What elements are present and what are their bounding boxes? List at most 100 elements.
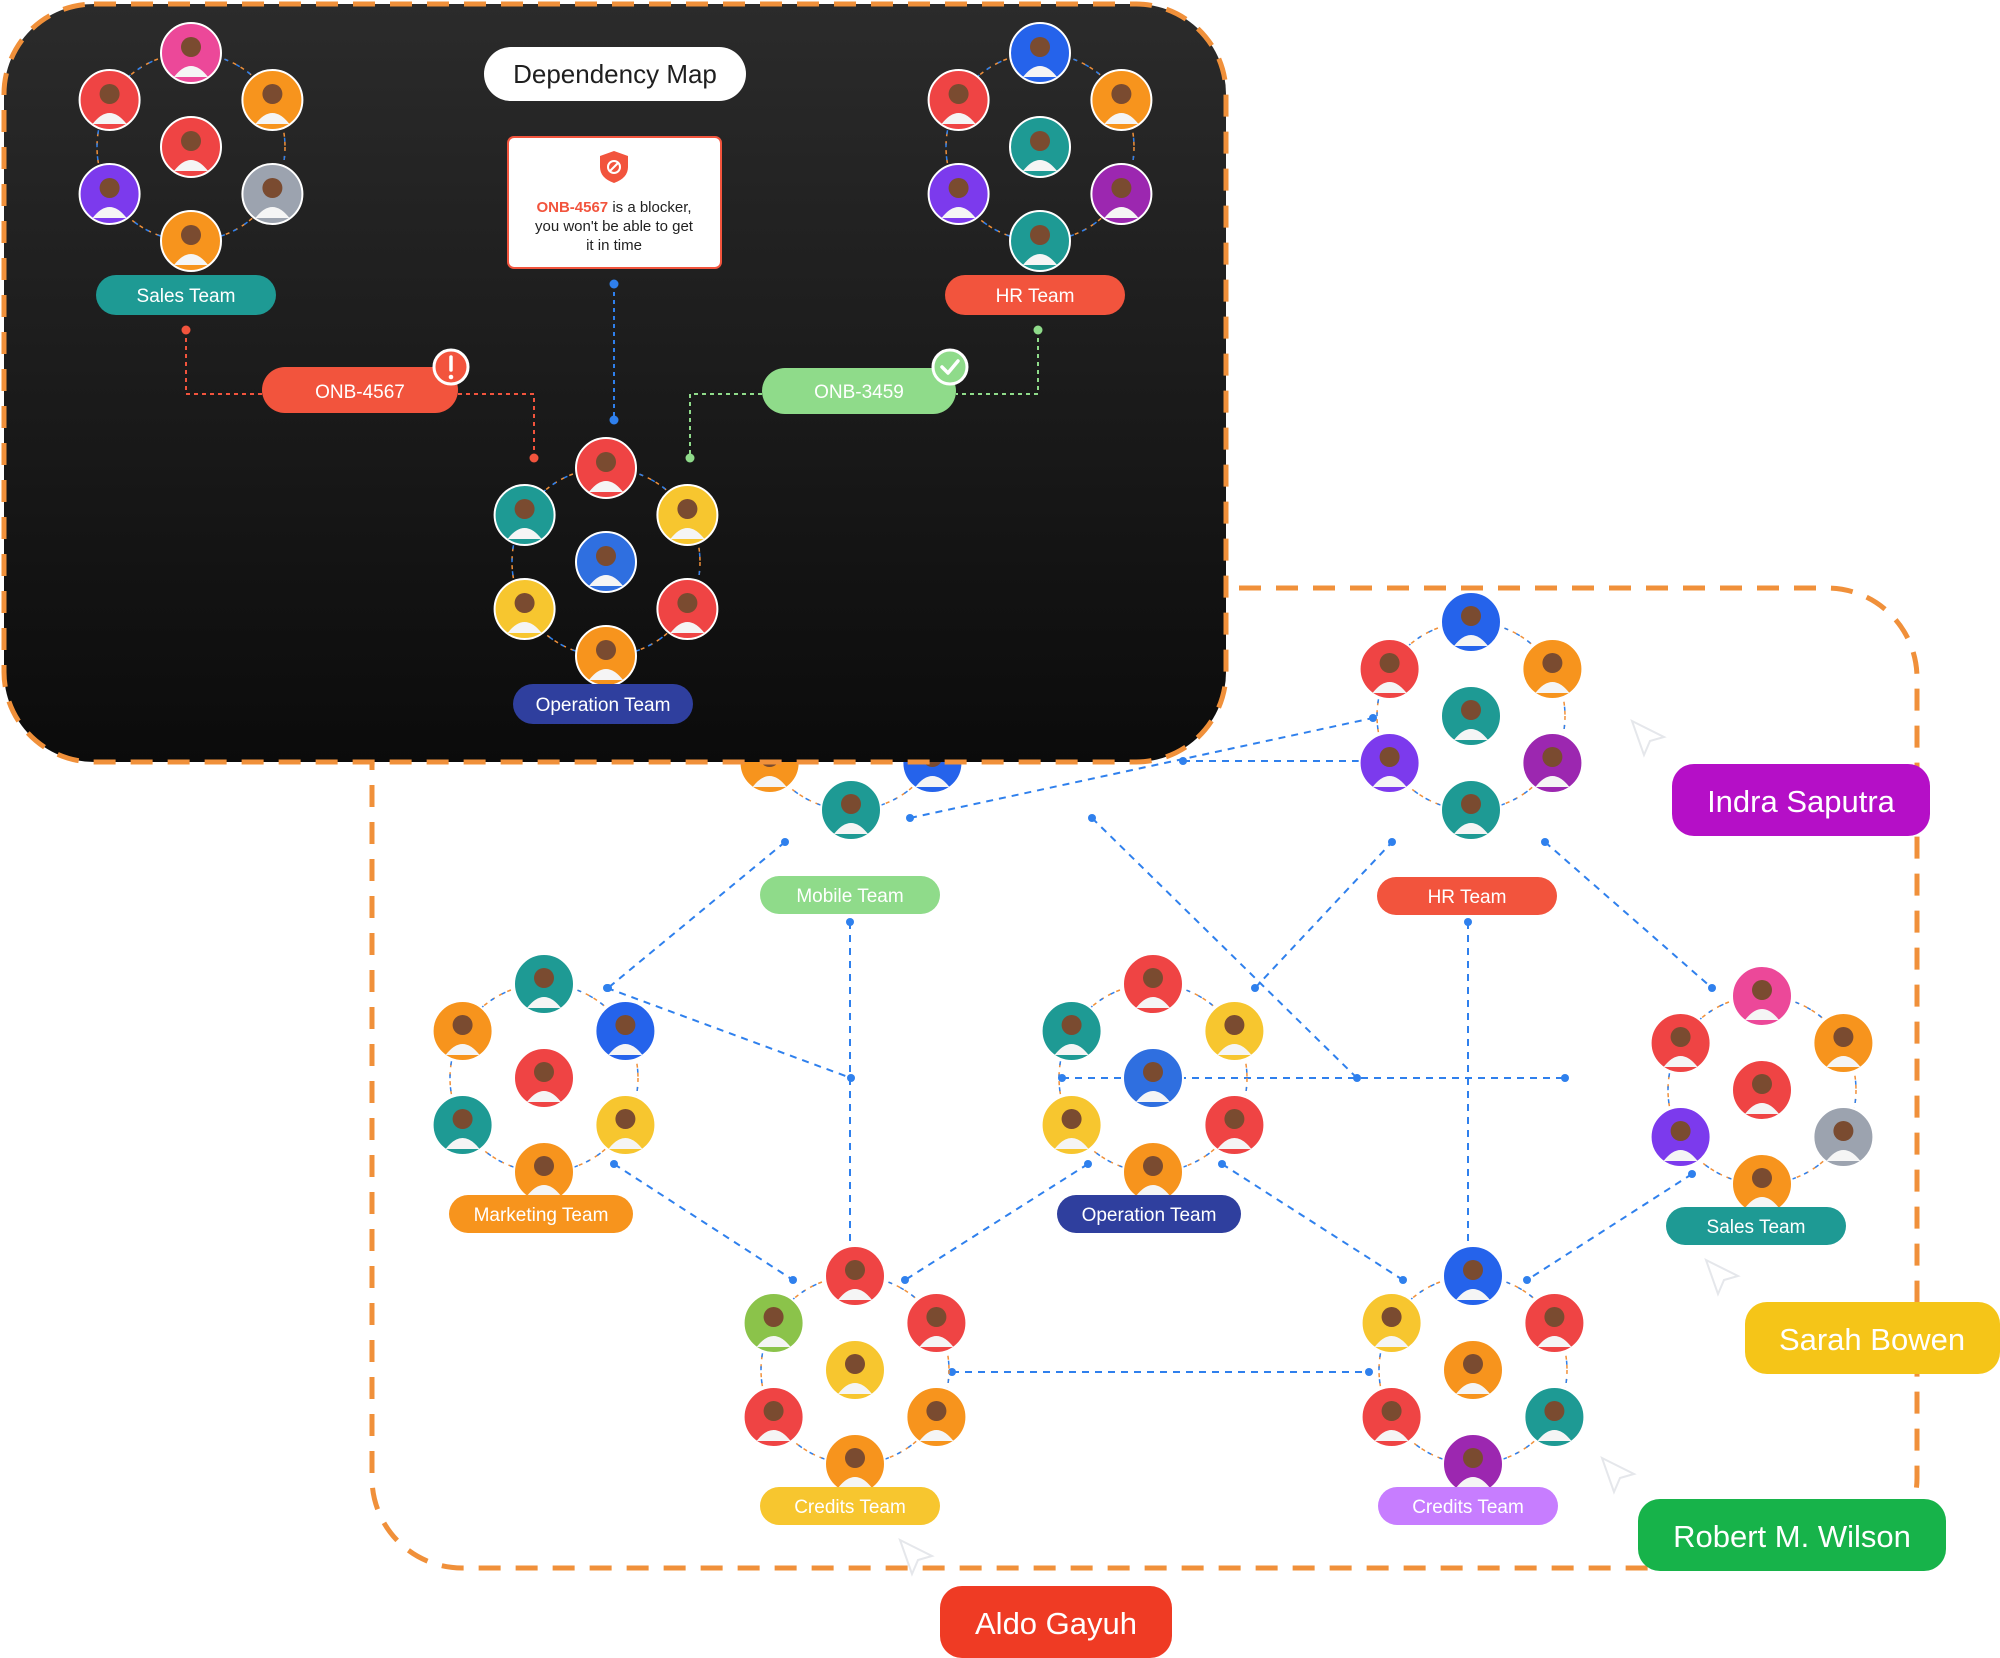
- avatar: [656, 484, 719, 546]
- dependency-map-title-pill[interactable]: [484, 47, 746, 101]
- team-label-n-mobile[interactable]: Mobile Team: [760, 876, 940, 914]
- avatar: [1040, 1000, 1103, 1062]
- link-endpoint: [1561, 1074, 1569, 1082]
- team-label-n-credits-1[interactable]: Credits Team: [760, 1487, 940, 1525]
- avatar: [1440, 591, 1502, 653]
- blocker-ticket-id: ONB-4567: [536, 199, 608, 216]
- avatar: [160, 210, 222, 272]
- link-endpoint: [1058, 1074, 1066, 1082]
- pointer-arrow-icon: [1600, 1455, 1637, 1495]
- avatar: [513, 953, 575, 1015]
- avatar: [905, 1386, 968, 1448]
- team-label-dm-hr[interactable]: HR Team: [945, 275, 1125, 315]
- avatar: [1442, 1245, 1504, 1307]
- link-endpoint: [1688, 1170, 1696, 1178]
- avatar: [1040, 1094, 1103, 1156]
- link-endpoint: [609, 415, 619, 425]
- pointer-arrow-icon: [898, 1537, 935, 1577]
- avatar: [1090, 163, 1153, 225]
- link-endpoint: [1399, 1276, 1407, 1284]
- dependency-link: [607, 841, 786, 989]
- link-endpoint: [781, 838, 789, 846]
- ticket-onb-3459[interactable]: ONB-3459: [762, 348, 969, 414]
- cursor-name: Robert M. Wilson: [1673, 1519, 1911, 1554]
- cursor-name-tag: [1638, 1499, 1946, 1571]
- cursor-indra-saputra: Indra Saputra: [1630, 718, 1930, 836]
- link-endpoint: [1708, 984, 1716, 992]
- cursor-aldo-gayuh: Aldo Gayuh: [898, 1537, 1172, 1658]
- team-label-dm-operation[interactable]: Operation Team: [513, 684, 693, 724]
- avatar: [160, 116, 222, 178]
- avatar: [160, 22, 222, 84]
- avatar: [1523, 1386, 1586, 1448]
- ticket-onb-4567[interactable]: ONB-4567: [262, 348, 470, 413]
- cursor-name-tag: [1745, 1302, 2000, 1374]
- avatar: [431, 1000, 494, 1062]
- avatar: [575, 531, 637, 593]
- link-endpoint: [1365, 1368, 1373, 1376]
- link-endpoint: [1033, 325, 1043, 335]
- avatar: [1731, 965, 1793, 1027]
- avatar: [1122, 1141, 1184, 1203]
- team-cluster-dm-operation: Operation Team: [493, 437, 719, 724]
- team-label-dm-sales[interactable]: Sales Team: [96, 275, 276, 315]
- team-cluster-n-operation: Operation Team: [1040, 953, 1266, 1233]
- link-endpoint: [1388, 838, 1396, 846]
- avatar: [1009, 116, 1071, 178]
- pointer-arrow-icon: [1704, 1257, 1741, 1297]
- link-endpoint: [1084, 1160, 1092, 1168]
- shield-block-icon: [600, 151, 628, 183]
- team-label-text: Sales Team: [137, 286, 236, 307]
- dependency-link: [613, 1163, 794, 1281]
- link-endpoint: [610, 1160, 618, 1168]
- ticket-onb-3459-label: ONB-3459: [814, 382, 904, 403]
- dependency-link: [1544, 841, 1713, 989]
- avatar: [1122, 1047, 1184, 1109]
- blocker-alert-card: ONB-4567 is a blocker, you won't be able…: [507, 136, 722, 269]
- avatar: [1122, 953, 1184, 1015]
- link-endpoint: [1523, 1276, 1531, 1284]
- dependency-link: [1091, 817, 1358, 1079]
- team-cluster-dm-sales: Sales Team: [78, 22, 304, 315]
- team-label-n-operation[interactable]: Operation Team: [1057, 1195, 1241, 1233]
- link-endpoint: [1541, 838, 1549, 846]
- blocker-text-line2: you won't be able to get: [535, 218, 694, 235]
- avatar: [594, 1094, 657, 1156]
- cursor-name-tag: [1672, 764, 1930, 836]
- cursor-name: Aldo Gayuh: [975, 1606, 1137, 1641]
- link-endpoint: [789, 1276, 797, 1284]
- avatar: [1442, 1433, 1504, 1495]
- team-label-n-credits-2[interactable]: Credits Team: [1378, 1487, 1558, 1525]
- avatar: [824, 1245, 886, 1307]
- avatar: [1009, 210, 1071, 272]
- dependency-link: [1254, 841, 1393, 989]
- avatar: [927, 163, 990, 225]
- avatar: [78, 163, 141, 225]
- avatar: [820, 779, 882, 841]
- avatar: [241, 163, 304, 225]
- avatar: [1523, 1292, 1586, 1354]
- team-label-text: Marketing Team: [474, 1205, 609, 1226]
- team-label-text: Credits Team: [1412, 1497, 1524, 1518]
- avatar: [1440, 685, 1502, 747]
- dependency-link: [458, 393, 535, 458]
- link-endpoint: [1369, 714, 1377, 722]
- avatar: [575, 625, 637, 687]
- avatar: [513, 1141, 575, 1203]
- avatar: [1649, 1012, 1712, 1074]
- avatar: [1009, 22, 1071, 84]
- team-cluster-n-hr: HR Team: [1358, 591, 1584, 915]
- team-label-n-sales[interactable]: Sales Team: [1666, 1207, 1846, 1245]
- link-endpoint: [685, 453, 695, 463]
- link-endpoint: [846, 918, 854, 926]
- dependency-link: [956, 330, 1039, 395]
- dependency-link: [1221, 1163, 1404, 1281]
- team-label-n-hr[interactable]: HR Team: [1377, 877, 1557, 915]
- team-label-n-marketing[interactable]: Marketing Team: [449, 1195, 633, 1233]
- avatar: [824, 1339, 886, 1401]
- link-endpoint: [901, 1276, 909, 1284]
- cursor-name-tag: [940, 1586, 1172, 1658]
